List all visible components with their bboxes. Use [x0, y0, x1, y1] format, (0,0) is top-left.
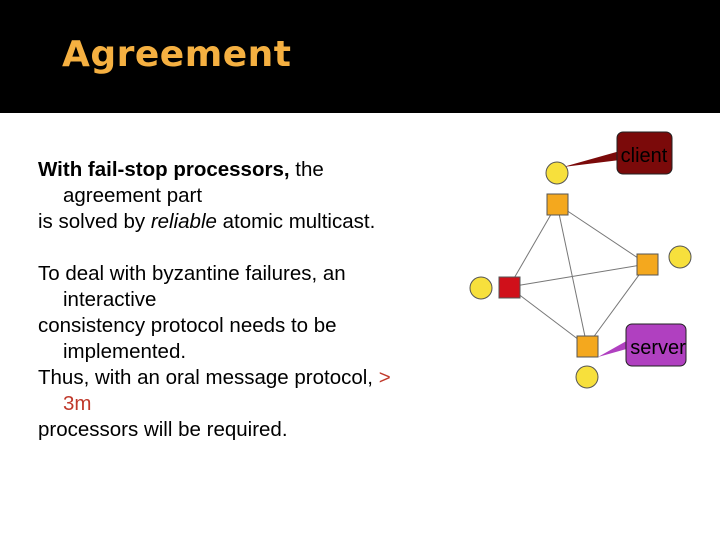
title-bar: Agreement: [0, 0, 720, 113]
byz-line5: Thus, with an oral message protocol,: [38, 366, 379, 389]
reliable-word: reliable: [150, 210, 217, 233]
byz-line4: implemented.: [63, 340, 187, 363]
failstop-line2: agreement part: [63, 184, 203, 207]
byz-line7: processors will be required.: [38, 418, 288, 441]
edge-tl-red: [508, 203, 558, 288]
greater-than-sign: >: [378, 366, 391, 389]
three-m-value: 3m: [63, 392, 92, 415]
server-box: [625, 323, 687, 367]
edge-r-b: [586, 263, 648, 347]
paragraph-failstop: With fail-stop processors, the agreement…: [38, 157, 468, 235]
server-label: server: [630, 337, 686, 359]
faulty-processor-square: [498, 276, 521, 299]
node-circle-right: [668, 245, 692, 269]
edge-red-b: [508, 286, 588, 347]
processor-square-bottom: [576, 335, 599, 358]
edge-tl-r: [556, 203, 648, 265]
failstop-bold: With fail-stop processors,: [38, 158, 290, 181]
client-box: [616, 131, 673, 175]
connection-lines: [508, 203, 648, 347]
processor-square-top: [546, 193, 569, 216]
byz-line2: interactive: [63, 288, 157, 311]
failstop-line3b: atomic multicast.: [216, 210, 376, 233]
paragraph-byzantine: To deal with byzantine failures, an inte…: [38, 261, 468, 443]
processor-square-right: [636, 253, 659, 276]
node-circle-left: [469, 276, 493, 300]
client-label: client: [621, 145, 668, 167]
failstop-line3a: is solved by: [38, 210, 151, 233]
server-pointer: [598, 339, 630, 357]
byz-line1: To deal with byzantine failures, an: [38, 262, 346, 285]
failstop-text: the: [289, 158, 324, 181]
slide-title: Agreement: [62, 34, 292, 75]
edge-red-r: [508, 263, 648, 288]
client-pointer: [563, 151, 620, 167]
client-node-circle: [545, 161, 569, 185]
edge-tl-b: [556, 203, 588, 347]
byz-line3: consistency protocol needs to be: [38, 314, 337, 337]
server-node-circle: [575, 365, 599, 389]
